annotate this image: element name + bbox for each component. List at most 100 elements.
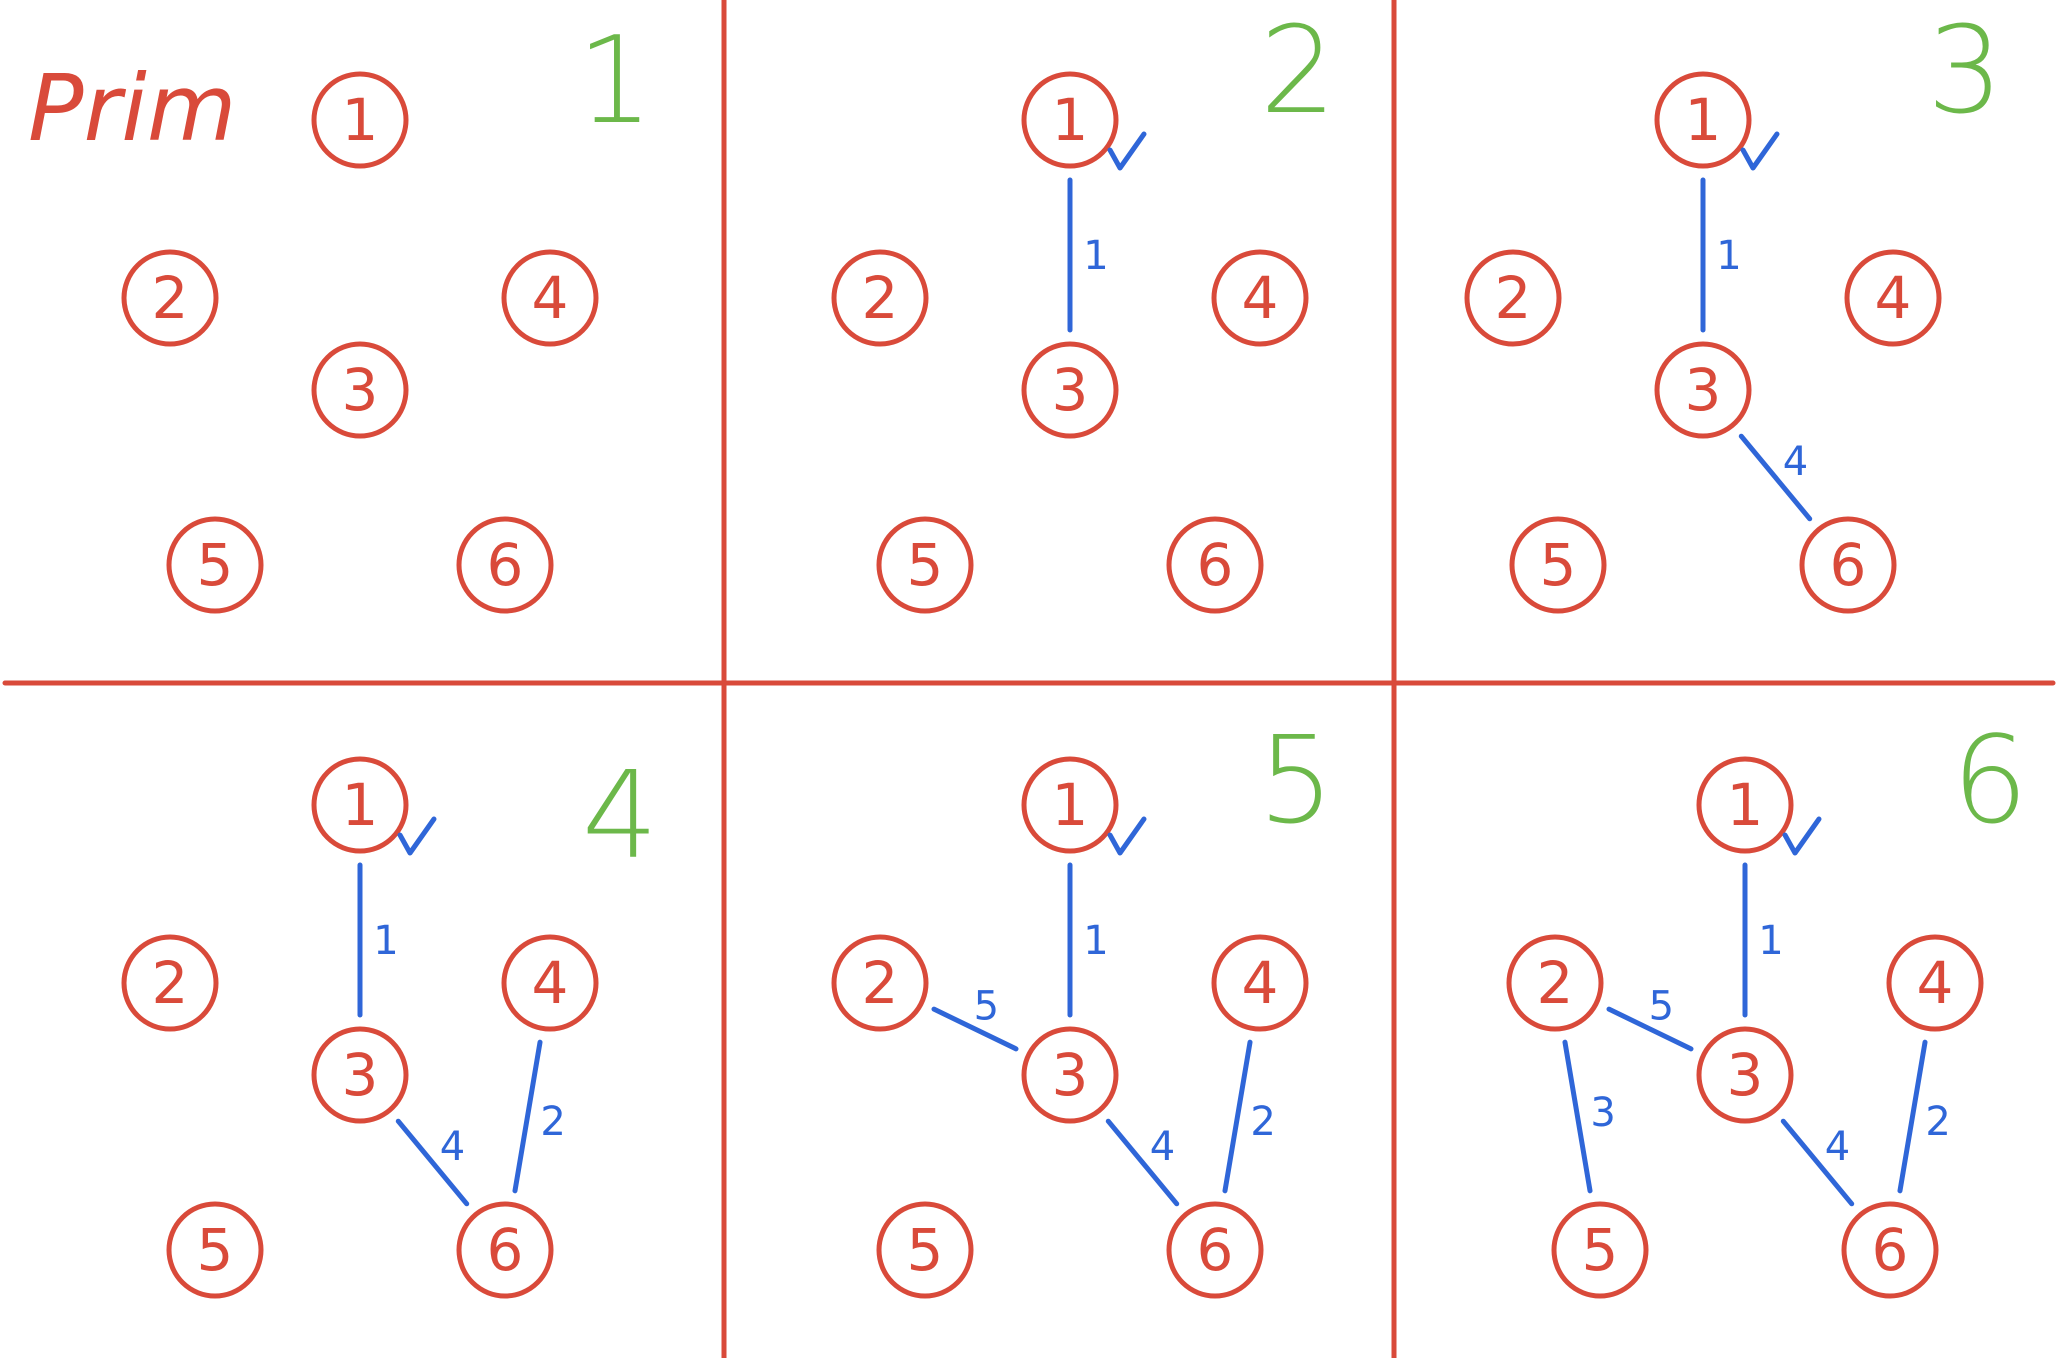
node-label-2: 2 [152,264,189,332]
step-number: 6 [1952,712,2028,851]
node-circle-2 [1464,249,1562,347]
node-label-3: 3 [1727,1041,1764,1109]
edge-weight-label: 4 [1150,1124,1175,1170]
node-label-2: 2 [862,264,899,332]
node-circle-1 [311,71,409,169]
panel-2: 1 1 2 3 4 5 6 2 [831,2,1336,614]
node-circle-3 [311,1026,409,1124]
edge-weight-label: 4 [1825,1124,1850,1170]
node-circle-4 [1844,249,1942,347]
edge-weight-label: 2 [1925,1099,1950,1145]
edge-3-6 [1780,1118,1855,1207]
node-circle-1 [1021,71,1119,169]
step-number: 2 [1260,2,1336,141]
node-label-5: 5 [197,531,234,599]
node-label-6: 6 [1197,1216,1234,1284]
edge-weight-label: 1 [1083,918,1108,964]
step-number: 1 [577,12,653,151]
node-label-4: 4 [1242,949,1279,1017]
node-label-2: 2 [862,949,899,1017]
node-label-3: 3 [1052,356,1089,424]
edge-weight-label: 1 [1716,233,1741,279]
node-circle-1 [1696,756,1794,854]
node-circle-4 [1886,934,1984,1032]
node-circle-3 [1021,341,1119,439]
check-mark-icon [397,816,437,856]
panel-5: 1 4 2 5 1 2 3 4 5 6 5 [831,712,1334,1299]
node-circle-6 [1841,1201,1939,1299]
node-circle-5 [166,516,264,614]
node-circle-1 [1021,756,1119,854]
edge-weight-label: 5 [974,984,999,1030]
step-number: 3 [1927,2,2003,141]
node-circle-3 [1654,341,1752,439]
edge-weight-label: 3 [1590,1090,1615,1136]
node-label-5: 5 [1582,1216,1619,1284]
node-label-1: 1 [1052,86,1089,154]
node-label-6: 6 [1830,531,1867,599]
node-label-4: 4 [532,949,569,1017]
check-mark-icon [1740,131,1780,171]
node-circle-3 [1696,1026,1794,1124]
node-label-6: 6 [1197,531,1234,599]
check-mark-icon [1107,131,1147,171]
edge-3-6 [1105,1118,1180,1207]
node-label-5: 5 [907,1216,944,1284]
node-circle-2 [1506,934,1604,1032]
node-label-4: 4 [532,264,569,332]
step-number: 5 [1258,712,1334,851]
edge-weight-label: 1 [373,918,398,964]
node-circle-6 [456,516,554,614]
step-number: 4 [582,747,658,886]
edge-weight-label: 2 [1250,1099,1275,1145]
diagram-title: Prim [28,55,236,162]
node-label-2: 2 [152,949,189,1017]
edge-6-4 [1222,1039,1253,1194]
node-label-2: 2 [1495,264,1532,332]
node-circle-4 [1211,934,1309,1032]
node-circle-6 [1166,1201,1264,1299]
edge-3-2 [1606,1006,1694,1052]
node-circle-2 [831,249,929,347]
node-label-3: 3 [1052,1041,1089,1109]
check-mark-icon [1107,816,1147,856]
edge-6-4 [1897,1039,1928,1194]
node-circle-5 [876,516,974,614]
node-label-4: 4 [1242,264,1279,332]
node-label-3: 3 [1685,356,1722,424]
node-circle-5 [876,1201,974,1299]
edge-weight-label: 2 [540,1099,565,1145]
node-label-5: 5 [1540,531,1577,599]
edge-3-6 [1738,433,1813,522]
node-label-2: 2 [1537,949,1574,1017]
edge-weight-label: 5 [1649,984,1674,1030]
node-circle-1 [311,756,409,854]
node-circle-1 [1654,71,1752,169]
node-circle-5 [1551,1201,1649,1299]
edge-2-5 [1562,1039,1593,1194]
edge-weight-label: 1 [1083,233,1108,279]
node-circle-3 [1021,1026,1119,1124]
node-label-5: 5 [197,1216,234,1284]
node-circle-4 [501,934,599,1032]
node-circle-6 [1166,516,1264,614]
node-circle-5 [1509,516,1607,614]
node-label-6: 6 [1872,1216,1909,1284]
edge-6-4 [512,1039,543,1194]
node-label-5: 5 [907,531,944,599]
node-label-4: 4 [1875,264,1912,332]
node-label-6: 6 [487,1216,524,1284]
node-label-1: 1 [1685,86,1722,154]
edge-3-6 [395,1118,470,1207]
node-circle-6 [1799,516,1897,614]
node-circle-2 [831,934,929,1032]
node-circle-3 [311,341,409,439]
node-label-1: 1 [1052,771,1089,839]
node-label-3: 3 [342,1041,379,1109]
node-label-1: 1 [1727,771,1764,839]
